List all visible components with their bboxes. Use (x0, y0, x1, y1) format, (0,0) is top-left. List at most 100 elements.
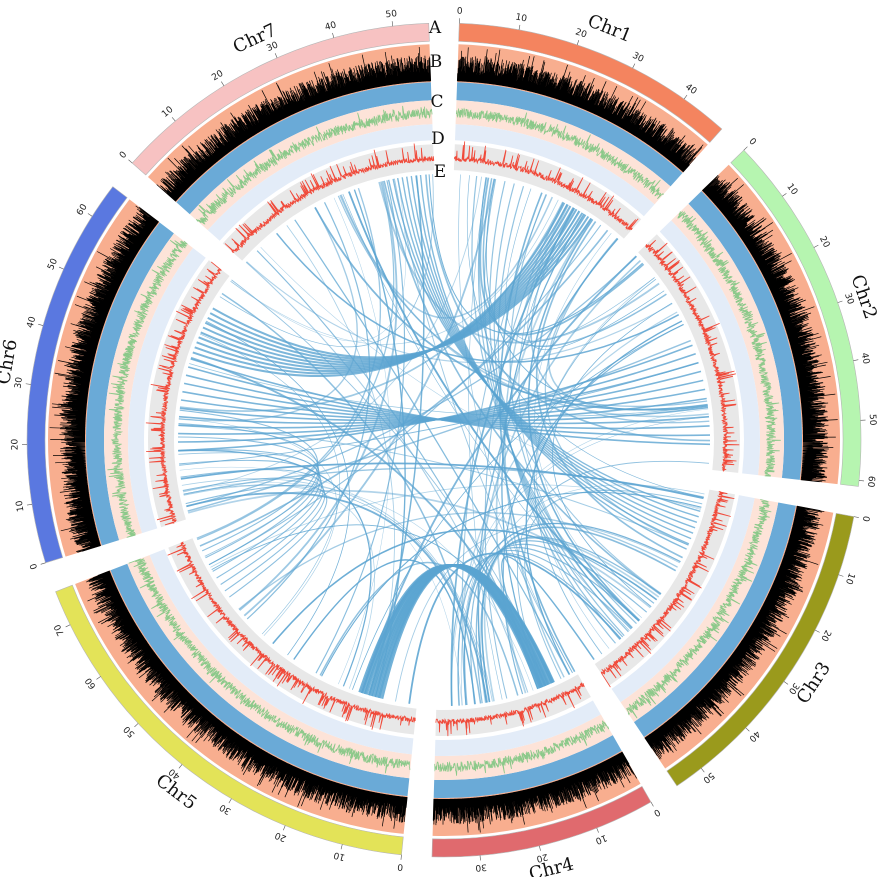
synteny-link (483, 537, 660, 702)
chr1-track-c-band (454, 124, 655, 217)
chr5-tick-mark (228, 798, 232, 804)
chr4-track-b-band (433, 735, 622, 798)
chr7-tick-mark (332, 32, 335, 38)
tick-labels: 0102030400102030405060010203040500102030… (10, 7, 877, 873)
chr5-tick-mark (134, 723, 139, 728)
chr7-track-c-bg (189, 100, 433, 231)
synteny-link (315, 180, 406, 674)
synteny-link (516, 460, 710, 687)
synteny-link (294, 219, 570, 676)
chr2-tick-label: 10 (784, 182, 799, 197)
chr2-tick-label: 30 (842, 292, 855, 306)
chr1-track-c-density (455, 107, 664, 200)
chr4-tick-mark (650, 801, 654, 807)
chr4-ideogram-band (431, 785, 652, 858)
chr7-track-d-density (224, 143, 435, 254)
synteny-link (181, 478, 493, 702)
chr7-track-b-band (176, 82, 432, 215)
synteny-link (239, 180, 398, 611)
chr5-tick-mark (178, 764, 183, 769)
chr2-tick-label: 20 (817, 235, 831, 250)
track-letters: A B C D E (428, 18, 446, 182)
chr2-tick-label: 40 (859, 352, 871, 365)
synteny-link (360, 564, 541, 694)
chr3-label: Chr3 (793, 658, 835, 707)
synteny-link (534, 278, 657, 655)
chr5-tick-mark (283, 825, 286, 831)
synteny-link (468, 177, 503, 700)
synteny-link (395, 523, 681, 702)
synteny-link (337, 195, 708, 407)
synteny-link (499, 192, 576, 673)
synteny-link (189, 363, 708, 417)
track-e-synteny-links (177, 174, 711, 706)
synteny-link (534, 233, 642, 618)
chr5-track-c-density (128, 558, 411, 774)
synteny-link (230, 199, 559, 345)
chr2-tick-mark (813, 244, 819, 248)
chr7-track-c-band (207, 124, 434, 241)
chr3-tick-label: 0 (860, 515, 871, 523)
synteny-link (483, 178, 629, 633)
synteny-link (179, 362, 699, 466)
chr2-track-b-density (701, 174, 838, 483)
synteny-link (504, 203, 568, 678)
chr3-tick-mark (745, 727, 750, 732)
chr5-tick-label: 30 (218, 801, 233, 816)
chr6-tick-label: 50 (46, 257, 60, 272)
chr4-tick-label: 20 (535, 851, 549, 863)
chr7-tick-mark (221, 81, 225, 86)
synteny-link (463, 522, 681, 706)
synteny-link (450, 207, 576, 706)
synteny-link (340, 194, 553, 319)
chr6-tick-label: 30 (14, 376, 25, 389)
synteny-link (524, 490, 703, 680)
track-letter-a: A (428, 18, 442, 38)
chr7-tick-label: 20 (210, 69, 225, 84)
synteny-link (182, 482, 534, 691)
chr6-tick-mark (87, 213, 93, 217)
chr2-track-d-density (645, 239, 740, 472)
chr4-tick-mark (539, 845, 541, 851)
synteny-link (246, 261, 673, 364)
chr7-track-c-density (195, 105, 433, 225)
synteny-link (480, 484, 705, 703)
chr3-track-c-density (626, 499, 772, 719)
chr3-tick-mark (783, 681, 789, 685)
chr6-track-c-density (107, 239, 188, 538)
chr5-tick-label: 10 (332, 849, 346, 862)
chr7-tick-label: 10 (160, 105, 175, 120)
chr2-tick-mark (853, 359, 859, 361)
chr5-track-d-bg (168, 538, 417, 735)
synteny-link (260, 247, 701, 510)
chr2-tick-mark (782, 193, 787, 197)
synteny-link (197, 181, 395, 541)
synteny-link (552, 302, 673, 607)
chr1-track-c-bg (455, 100, 671, 205)
chr6-tick-mark (25, 383, 31, 385)
chr6-tick-mark (58, 266, 64, 270)
chr1-tick-mark (683, 94, 688, 100)
chr4-track-c-density (434, 720, 610, 776)
chr7-tick-label: 50 (385, 9, 398, 20)
chr4-track-d-density (435, 682, 585, 737)
chr6-ideogram-band (26, 186, 128, 564)
track-letter-c: C (430, 92, 443, 112)
chr3-ideogram-band (666, 512, 855, 787)
chr7-track-d-bg (222, 144, 435, 261)
chr6-tick-mark (40, 562, 46, 565)
chr3-tick-mark (853, 516, 859, 518)
synteny-link (243, 178, 496, 617)
synteny-link (187, 339, 691, 512)
synteny-link (183, 484, 490, 703)
chr5-tick-label: 0 (397, 861, 404, 872)
chr3-tick-mark (700, 768, 705, 773)
chr2-tick-label: 50 (867, 414, 878, 426)
chr5-tick-mark (400, 854, 402, 860)
chr2-track-b-band (688, 191, 802, 480)
synteny-link (383, 180, 661, 596)
chr2-track-c-density (677, 211, 781, 477)
chr4-tick-label: 0 (651, 806, 661, 818)
synteny-link (221, 292, 482, 704)
